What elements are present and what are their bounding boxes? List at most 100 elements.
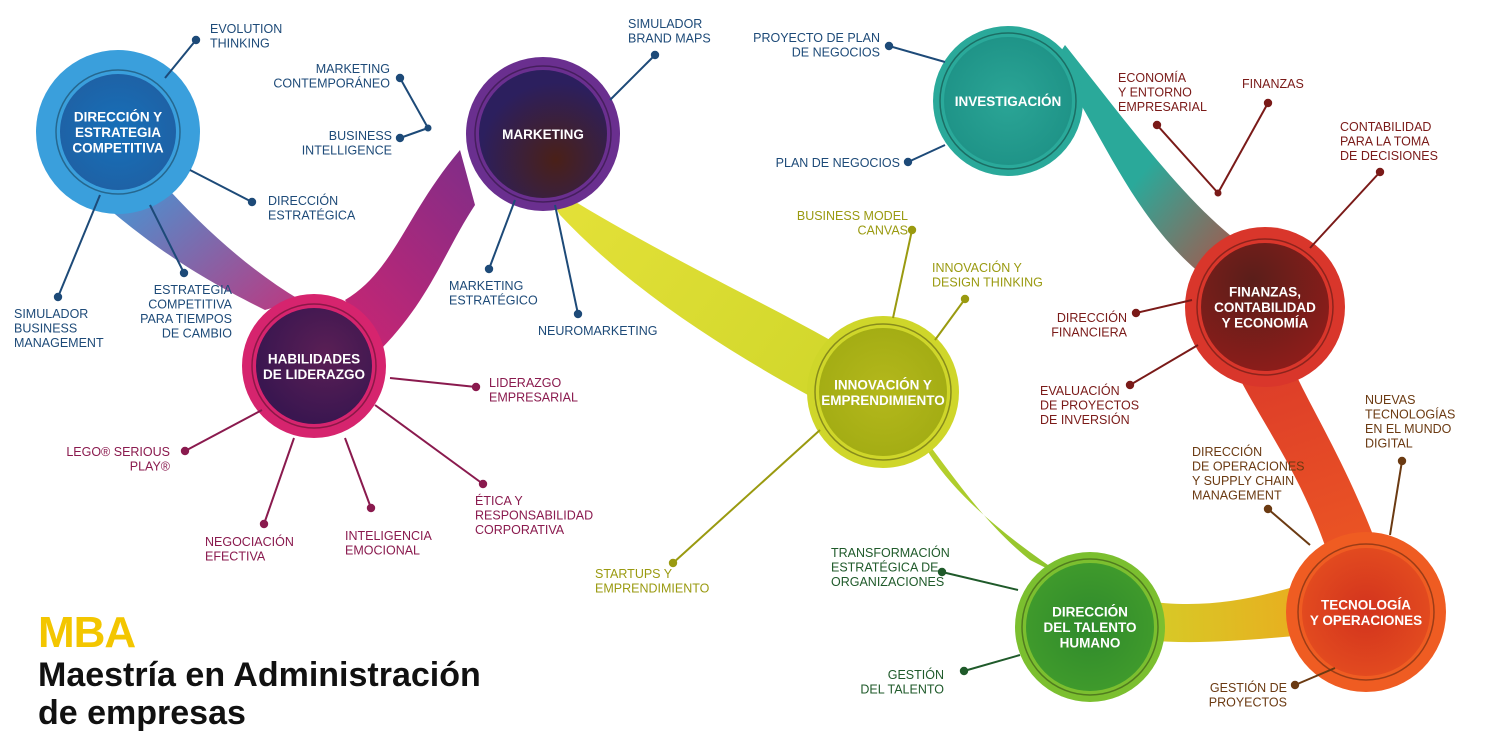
hub-investigacion-title-line: INVESTIGACIÓN [955, 94, 1062, 109]
hub-investigacion-ring [939, 32, 1077, 170]
hub-investigacion-title: INVESTIGACIÓN [955, 94, 1062, 109]
hub-investigacion: INVESTIGACIÓN [933, 26, 1083, 176]
topic-label-line: SIMULADOR [14, 307, 88, 321]
brand-title-line-2: de empresas [38, 694, 246, 732]
topic-connector-line [344, 437, 372, 509]
topic-label: NEUROMARKETING [538, 324, 657, 338]
brand-acronym: MBA [38, 608, 136, 657]
hub-direccion-title-line: DIRECCIÓN Y [74, 110, 162, 125]
hub-tecnologia-title-line: TECNOLOGÍA [1321, 597, 1411, 612]
topic-dot [478, 479, 488, 489]
topic-label-line: DE OPERACIONES [1192, 460, 1305, 474]
topic-label-line: RESPONSABILIDAD [475, 509, 593, 523]
hub-direccion-inner-circle [60, 74, 176, 190]
topic-label-line: EMOCIONAL [345, 544, 420, 558]
topic-label-line: ESTRATÉGICA DE [831, 560, 938, 575]
hub-innovacion-title-line: EMPRENDIMIENTO [821, 393, 945, 408]
topic-label-line: ECONOMÍA [1118, 70, 1187, 85]
topic-dot [179, 268, 189, 278]
hub-habilidades-ring [251, 303, 377, 429]
topic-label-line: MANAGEMENT [1192, 489, 1282, 503]
hub-tecnologia-inner-circle [1302, 548, 1430, 676]
topic-dot [907, 225, 917, 235]
topic-label-line: PLAY® [130, 460, 171, 474]
ribbon-tecnologia-finanzas [1230, 350, 1375, 560]
topic-label-line: GESTIÓN DE [1210, 680, 1287, 695]
topic-label-line: ESTRATÉGICO [449, 293, 538, 308]
topic-connector-line [609, 54, 656, 101]
topic-label-line: BUSINESS [329, 129, 392, 143]
topic-label-line: EVOLUTION [210, 22, 282, 36]
hub-innovacion-title-line: INNOVACIÓN Y [834, 377, 932, 392]
topic-connector-line [389, 377, 477, 388]
topic-dot [259, 519, 269, 529]
topic-connector-line [963, 654, 1021, 672]
topic-dot [959, 666, 969, 676]
topic-label-line: NEGOCIACIÓN [205, 534, 294, 549]
topic-label-line: TECNOLOGÍAS [1365, 407, 1455, 422]
topic-connector-line [1156, 124, 1219, 194]
topic-dot [960, 294, 970, 304]
hub-talento-title-line: DIRECCIÓN [1052, 605, 1128, 620]
topic-label-line: EMPRESARIAL [1118, 100, 1207, 114]
topic-label-line: CONTABILIDAD [1340, 120, 1431, 134]
hub-talento-title-line: DEL TALENTO [1043, 620, 1136, 635]
hub-direccion-ring [55, 69, 181, 195]
hub-innovacion-ring [814, 323, 952, 461]
hub-finanzas-title-line: Y ECONOMÍA [1222, 316, 1309, 331]
topic-dot [1125, 380, 1135, 390]
topic-label-line: ESTRATEGIA [154, 283, 233, 297]
topic: PLAN DE NEGOCIOS [776, 144, 946, 170]
topic-label-line: COMPETITIVA [148, 298, 232, 312]
topic-label-line: DIGITAL [1365, 437, 1413, 451]
topic-label-line: GESTIÓN [888, 667, 944, 682]
topic: FINANZAS [1214, 77, 1304, 197]
topic-label-line: BRAND MAPS [628, 32, 711, 46]
topic-dot [903, 157, 913, 167]
ribbons [110, 45, 1375, 643]
topic-label-line: DESIGN THINKING [932, 276, 1043, 290]
topic-dot [395, 73, 405, 83]
topic-dot [573, 309, 583, 319]
topic: NEUROMARKETING [538, 204, 657, 338]
topic-dot [395, 133, 405, 143]
hub-marketing: MARKETING [466, 57, 620, 211]
topic-label-line: FINANZAS [1242, 77, 1304, 91]
hub-marketing-title-line: MARKETING [502, 127, 584, 142]
topic-dot [650, 50, 660, 60]
topic-label-line: ESTRATÉGICA [268, 208, 356, 223]
topic-label-line: MARKETING [316, 62, 390, 76]
hub-innovacion-inner-circle [819, 328, 947, 456]
topic-label: FINANZAS [1242, 77, 1304, 91]
topic-dot [1290, 680, 1300, 690]
topic-connector-line [1267, 508, 1311, 546]
ribbon-habilidades-marketing [345, 150, 475, 350]
hub-finanzas-inner-circle [1201, 243, 1329, 371]
topic-connector-line [374, 404, 484, 485]
topic-connector-line [1135, 299, 1193, 314]
topic-label-line: DEL TALENTO [860, 683, 944, 697]
hub-finanzas-title-line: CONTABILIDAD [1214, 300, 1316, 315]
hub-finanzas-ring [1196, 238, 1334, 376]
